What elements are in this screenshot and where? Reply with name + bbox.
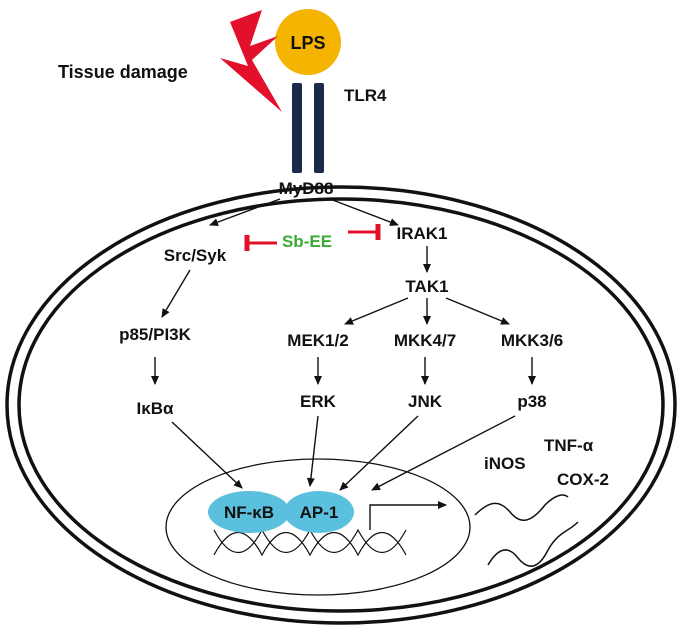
mek12-label: MEK1/2 (287, 331, 348, 350)
ikba-label: IκBα (137, 399, 174, 418)
p38-label: p38 (517, 392, 546, 411)
lightning-icon (220, 10, 282, 112)
arrow-p38-ap1 (371, 415, 516, 491)
sb-ee-label: Sb-EE (282, 232, 332, 251)
irak1-label: IRAK1 (396, 224, 447, 243)
nfkb-label: NF-κB (224, 503, 274, 522)
mrna-wave-1 (474, 494, 569, 521)
erk-label: ERK (300, 392, 337, 411)
tnfa-label: TNF-α (544, 436, 594, 455)
arrow-tak1-mek12 (344, 297, 409, 325)
arrow-myd88-srcsyk (209, 198, 281, 226)
myd88-label: MyD88 (279, 179, 334, 198)
mrna-wave-2 (487, 521, 579, 567)
p85-pi3k-label: p85/PI3K (119, 325, 192, 344)
tak1-label: TAK1 (405, 277, 448, 296)
inhibition-bar-irak1 (348, 224, 381, 240)
src-syk-label: Src/Syk (164, 246, 227, 265)
ap1-label: AP-1 (300, 503, 339, 522)
tlr4-receptor (292, 83, 324, 173)
nfkb-oval (208, 491, 290, 533)
arrow-ikba-nfkb (171, 421, 243, 489)
inhibition-bar-src-syk (244, 235, 277, 251)
mkk47-label: MKK4/7 (394, 331, 456, 350)
inos-label: iNOS (484, 454, 526, 473)
jnk-label: JNK (408, 392, 443, 411)
lps-label: LPS (290, 33, 325, 53)
arrow-myd88-irak1 (329, 198, 399, 226)
arrow-erk-ap1 (306, 415, 319, 487)
ap1-oval (284, 491, 354, 533)
outer-cell-membrane (5, 185, 677, 625)
mkk36-label: MKK3/6 (501, 331, 563, 350)
arrow-tak1-mkk36 (445, 297, 510, 325)
tissue-damage-label: Tissue damage (58, 62, 188, 82)
cox2-label: COX-2 (557, 470, 609, 489)
lps-circle (275, 9, 341, 75)
tlr4-label: TLR4 (344, 86, 387, 105)
arrow-jnk-ap1 (339, 415, 419, 491)
arrow-srcsyk-p85 (161, 269, 191, 318)
transcription-start-arrow (369, 501, 447, 530)
inner-cell-membrane (17, 197, 665, 613)
